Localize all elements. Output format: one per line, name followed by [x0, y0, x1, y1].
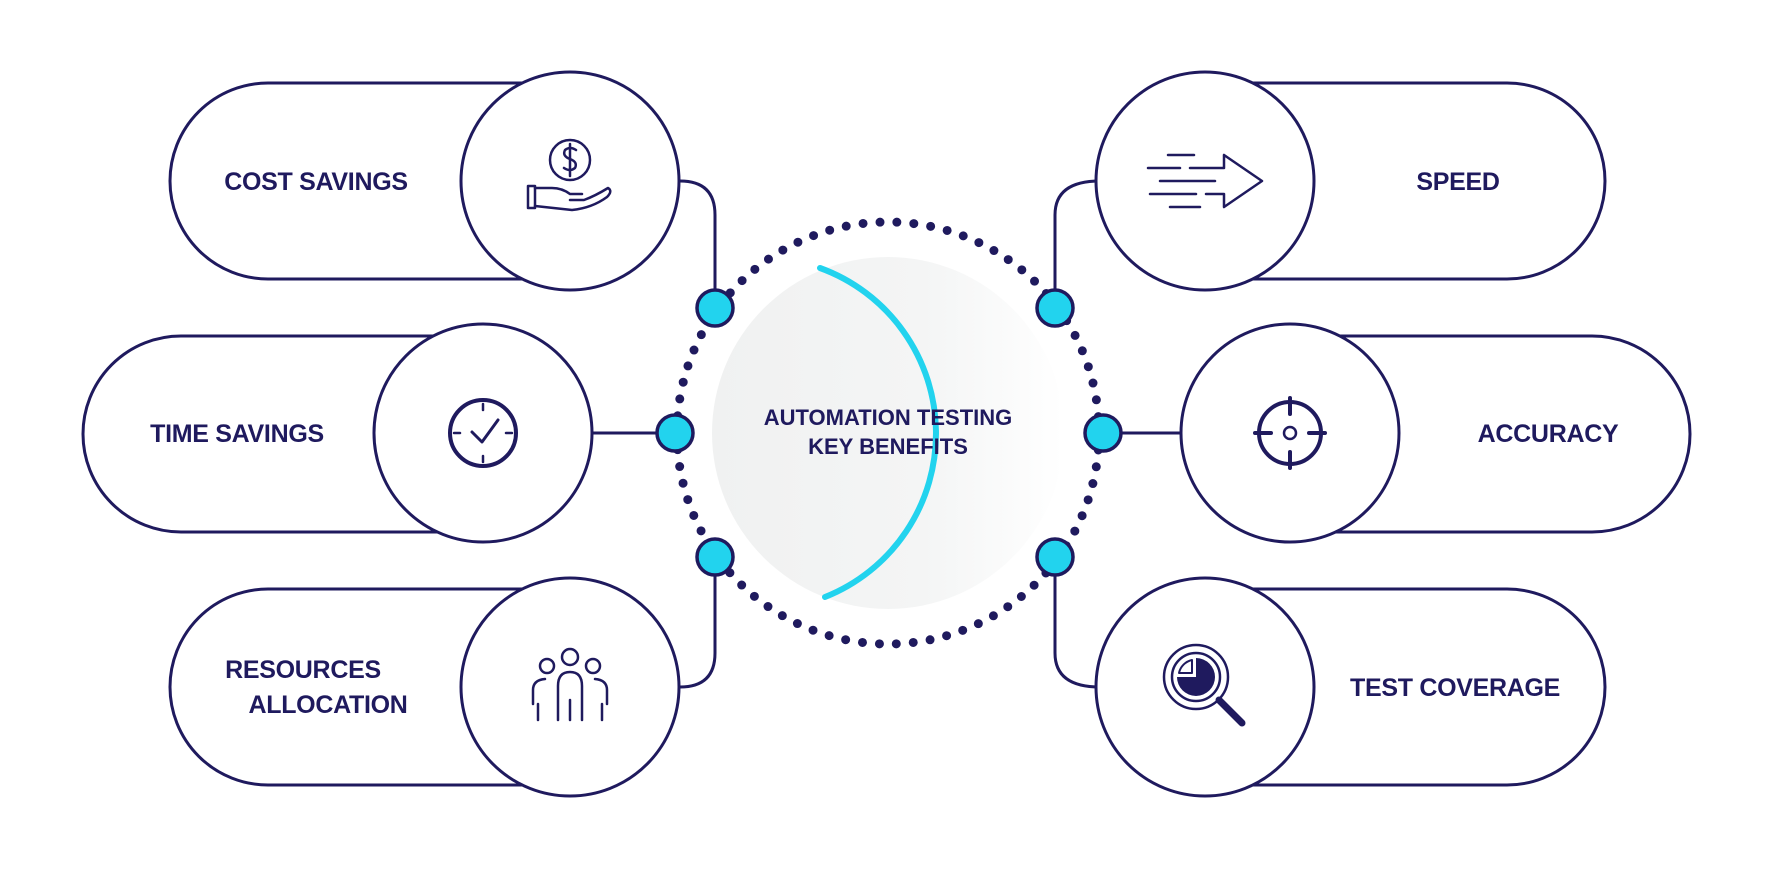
- node-resources-allocation: [695, 537, 735, 577]
- center-title-line1: AUTOMATION TESTING: [764, 405, 1013, 430]
- node-accuracy: [1083, 413, 1123, 453]
- node-cost-savings: [695, 288, 735, 328]
- connector-speed: [1053, 179, 1101, 305]
- benefit-time-savings: TIME SAVINGS: [81, 322, 594, 544]
- connector-test-coverage: [1053, 560, 1101, 689]
- label-accuracy: ACCURACY: [1478, 420, 1619, 448]
- label-time-savings: TIME SAVINGS: [150, 420, 324, 448]
- magnifier-chart-icon: [1162, 643, 1246, 727]
- benefit-test-coverage: TEST COVERAGE: [1094, 576, 1607, 798]
- cyan-arc: [817, 265, 939, 600]
- center-title-line2: KEY BENEFITS: [808, 434, 968, 459]
- benefit-resources-allocation: RESOURCES ALLOCATION: [168, 576, 681, 798]
- benefit-speed: SPEED: [1094, 70, 1607, 292]
- label-cost-savings: COST SAVINGS: [224, 168, 407, 196]
- label-test-coverage: TEST COVERAGE: [1350, 674, 1560, 702]
- icon-circle-resources-allocation: [459, 576, 681, 798]
- node-time-savings: [655, 413, 695, 453]
- team-people-icon: [531, 647, 609, 722]
- crosshair-target-icon: [1253, 396, 1327, 470]
- connection-nodes: [655, 288, 1123, 577]
- node-test-coverage: [1035, 537, 1075, 577]
- connector-cost-savings: [679, 179, 717, 305]
- benefit-accuracy: ACCURACY: [1179, 322, 1692, 544]
- hand-dollar-icon: [526, 138, 612, 212]
- label-resources-allocation-line2: ALLOCATION: [248, 691, 407, 719]
- center-hub: AUTOMATION TESTING KEY BENEFITS: [672, 217, 1104, 649]
- connector-resources-allocation: [679, 560, 717, 689]
- center-disc: [712, 257, 1064, 609]
- benefit-cost-savings: COST SAVINGS: [168, 70, 681, 292]
- node-speed: [1035, 288, 1075, 328]
- clock-icon: [448, 398, 518, 468]
- icon-circle-time-savings: [372, 322, 594, 544]
- label-speed: SPEED: [1416, 168, 1499, 196]
- fast-arrow-icon: [1146, 153, 1264, 209]
- icon-circle-accuracy: [1179, 322, 1401, 544]
- label-resources-allocation-line1: RESOURCES: [225, 656, 381, 684]
